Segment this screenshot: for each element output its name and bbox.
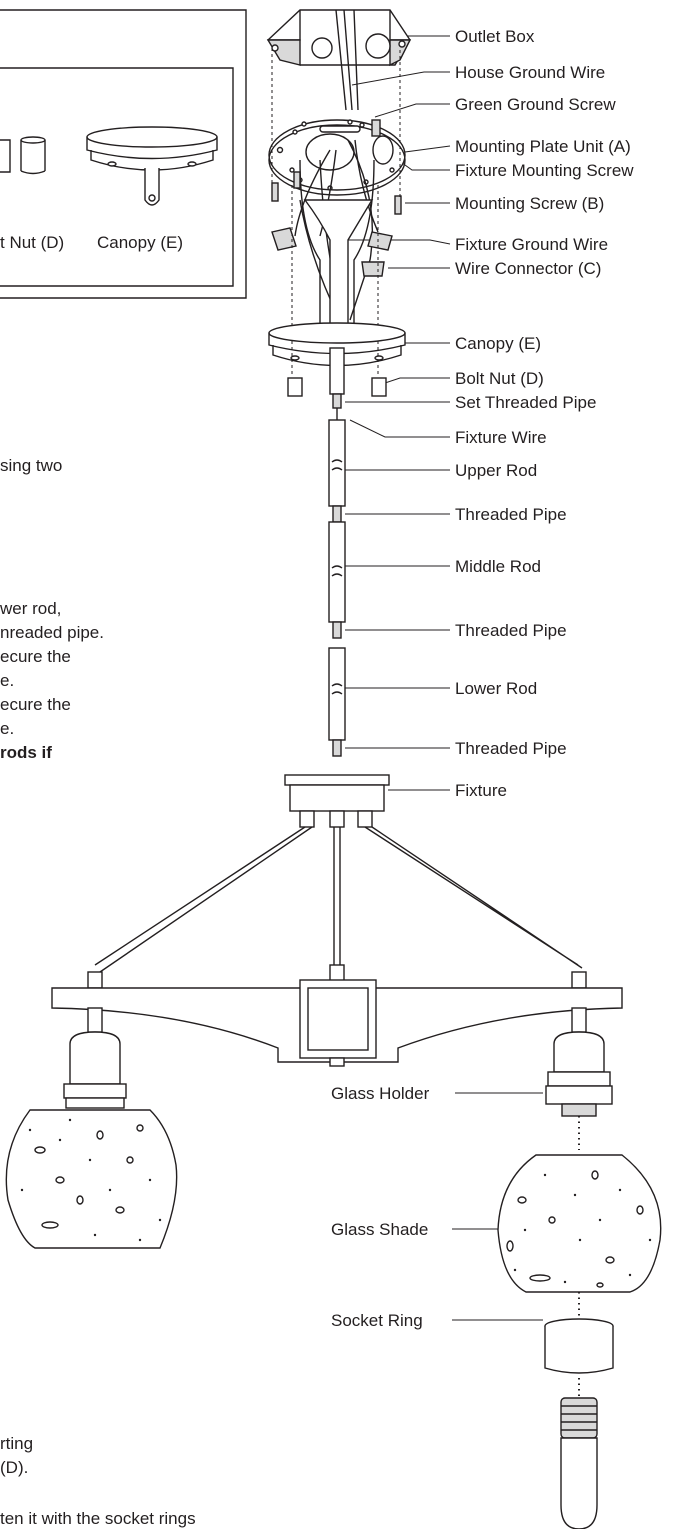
label-glass-shade: Glass Shade xyxy=(331,1220,428,1239)
fixture-body-icon xyxy=(51,774,623,1067)
label-bolt-nut: Bolt Nut (D) xyxy=(455,369,544,388)
label-threaded-pipe-3: Threaded Pipe xyxy=(455,739,567,758)
instr-line-5: e. xyxy=(0,671,14,690)
glass-shade-icon xyxy=(497,1154,662,1318)
instr-line-11: ten it with the socket rings xyxy=(0,1509,196,1528)
bolt-nut-part-icon xyxy=(287,377,387,397)
outlet-box-icon xyxy=(266,9,412,111)
callout-labels: Outlet Box House Ground Wire Green Groun… xyxy=(331,27,634,1330)
label-outlet-box: Outlet Box xyxy=(455,27,535,46)
instr-line-2: wer rod, xyxy=(0,599,61,618)
label-middle-rod: Middle Rod xyxy=(455,557,541,576)
label-fixture: Fixture xyxy=(455,781,507,800)
alignment-lines xyxy=(271,48,401,375)
instr-line-4: ecure the xyxy=(0,647,71,666)
label-canopy: Canopy (E) xyxy=(455,334,541,353)
label-green-ground-screw: Green Ground Screw xyxy=(455,95,616,114)
instr-line-10: (D). xyxy=(0,1458,28,1477)
label-threaded-pipe-1: Threaded Pipe xyxy=(455,505,567,524)
instr-line-1: sing two xyxy=(0,456,62,475)
label-fixture-mounting-screw: Fixture Mounting Screw xyxy=(455,161,634,180)
leader-lines xyxy=(340,35,543,1321)
instr-line-7: e. xyxy=(0,719,14,738)
wire-connector-icon xyxy=(271,227,393,277)
label-glass-holder: Glass Holder xyxy=(331,1084,430,1103)
left-lamp-icon xyxy=(5,1007,178,1249)
rod-assembly-icon xyxy=(328,393,346,757)
label-mounting-screw: Mounting Screw (B) xyxy=(455,194,604,213)
instr-line-9: rting xyxy=(0,1434,33,1453)
label-socket-ring: Socket Ring xyxy=(331,1311,423,1330)
label-set-threaded-pipe: Set Threaded Pipe xyxy=(455,393,596,412)
instruction-text: sing two wer rod, nreaded pipe. ecure th… xyxy=(0,456,196,1528)
label-threaded-pipe-2: Threaded Pipe xyxy=(455,621,567,640)
mounting-plate-icon xyxy=(268,119,406,215)
label-house-ground-wire: House Ground Wire xyxy=(455,63,605,82)
instr-line-8: rods if xyxy=(0,743,52,762)
socket-ring-icon xyxy=(544,1318,614,1398)
label-fixture-wire: Fixture Wire xyxy=(455,428,547,447)
bolt-nut-icon xyxy=(0,136,46,175)
canopy-part-icon xyxy=(268,159,406,395)
parts-inset: t Nut (D) Canopy (E) xyxy=(0,9,247,299)
right-lamp-icon xyxy=(545,1007,613,1150)
label-lower-rod: Lower Rod xyxy=(455,679,537,698)
light-bulb-icon xyxy=(560,1397,598,1529)
instr-line-6: ecure the xyxy=(0,695,71,714)
label-upper-rod: Upper Rod xyxy=(455,461,537,480)
label-mounting-plate: Mounting Plate Unit (A) xyxy=(455,137,631,156)
label-wire-connector: Wire Connector (C) xyxy=(455,259,601,278)
inset-canopy-label: Canopy (E) xyxy=(97,233,183,252)
instr-line-3: nreaded pipe. xyxy=(0,623,104,642)
canopy-icon xyxy=(86,126,218,206)
label-fixture-ground-wire: Fixture Ground Wire xyxy=(455,235,608,254)
inset-bolt-nut-label: t Nut (D) xyxy=(0,233,64,252)
